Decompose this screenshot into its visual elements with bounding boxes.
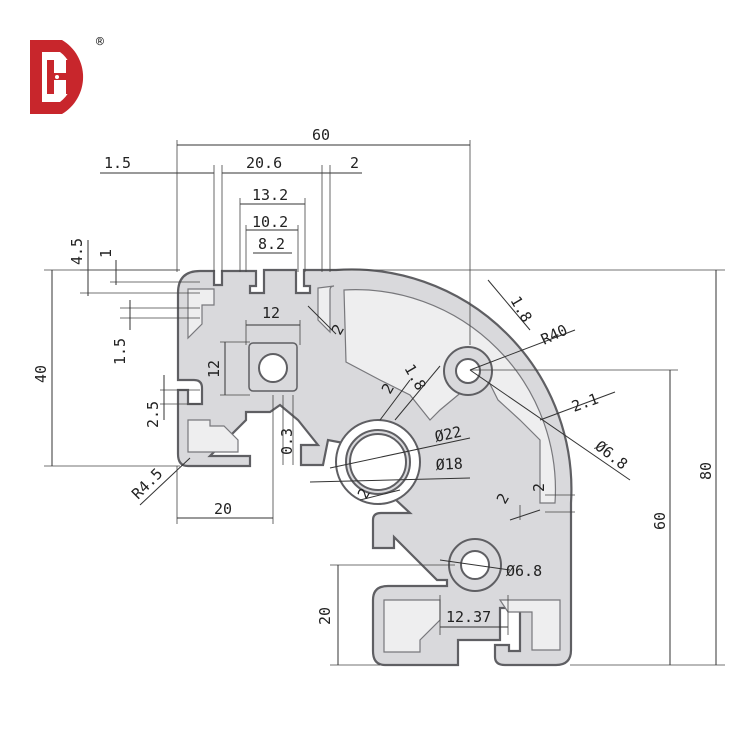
dim-8-2: 8.2 xyxy=(258,235,285,253)
dim-2-1: 2.1 xyxy=(569,390,601,416)
dim-1: 1 xyxy=(97,249,115,258)
dim-dia-6-8-upper: Ø6.8 xyxy=(592,437,632,473)
dim-40: 40 xyxy=(32,365,50,383)
dim-20-bottom-left: 20 xyxy=(214,500,232,518)
dim-1-5-left: 1.5 xyxy=(111,338,129,365)
dim-dia-6-8-lower: Ø6.8 xyxy=(506,562,542,580)
dim-12-37: 12.37 xyxy=(446,608,491,626)
dim-13-2: 13.2 xyxy=(252,186,288,204)
dim-60-top: 60 xyxy=(312,126,330,144)
aluminum-profile xyxy=(176,268,573,667)
dim-r40: R40 xyxy=(538,321,570,349)
brand-logo: ® xyxy=(30,35,104,114)
dim-r4-5: R4.5 xyxy=(128,465,166,503)
cavity-left-mid xyxy=(187,419,239,453)
dim-20-bottom: 20 xyxy=(316,607,334,625)
cavity-top-left xyxy=(187,288,215,340)
hole-upper-right xyxy=(455,358,481,384)
center-hole-upper xyxy=(258,353,288,383)
dim-12-v: 12 xyxy=(205,360,223,378)
dim-0-3: 0.3 xyxy=(278,428,296,455)
registered-mark: ® xyxy=(96,35,104,50)
dim-60-right: 60 xyxy=(651,512,669,530)
dim-20-6: 20.6 xyxy=(246,154,282,172)
dim-1-5-top: 1.5 xyxy=(104,154,131,172)
dim-2-top: 2 xyxy=(350,154,359,172)
dim-4-5: 4.5 xyxy=(68,238,86,265)
dim-2-5: 2.5 xyxy=(144,401,162,428)
dim-10-2: 10.2 xyxy=(252,213,288,231)
dim-80: 80 xyxy=(697,462,715,480)
dim-12-h: 12 xyxy=(262,304,280,322)
dim-dia-22: Ø22 xyxy=(433,423,463,446)
dim-1-8-arc: 1.8 xyxy=(507,293,536,325)
dim-2-right: 2 xyxy=(530,483,548,492)
dim-dia-18: Ø18 xyxy=(435,455,463,474)
dimension-lines xyxy=(44,140,725,666)
